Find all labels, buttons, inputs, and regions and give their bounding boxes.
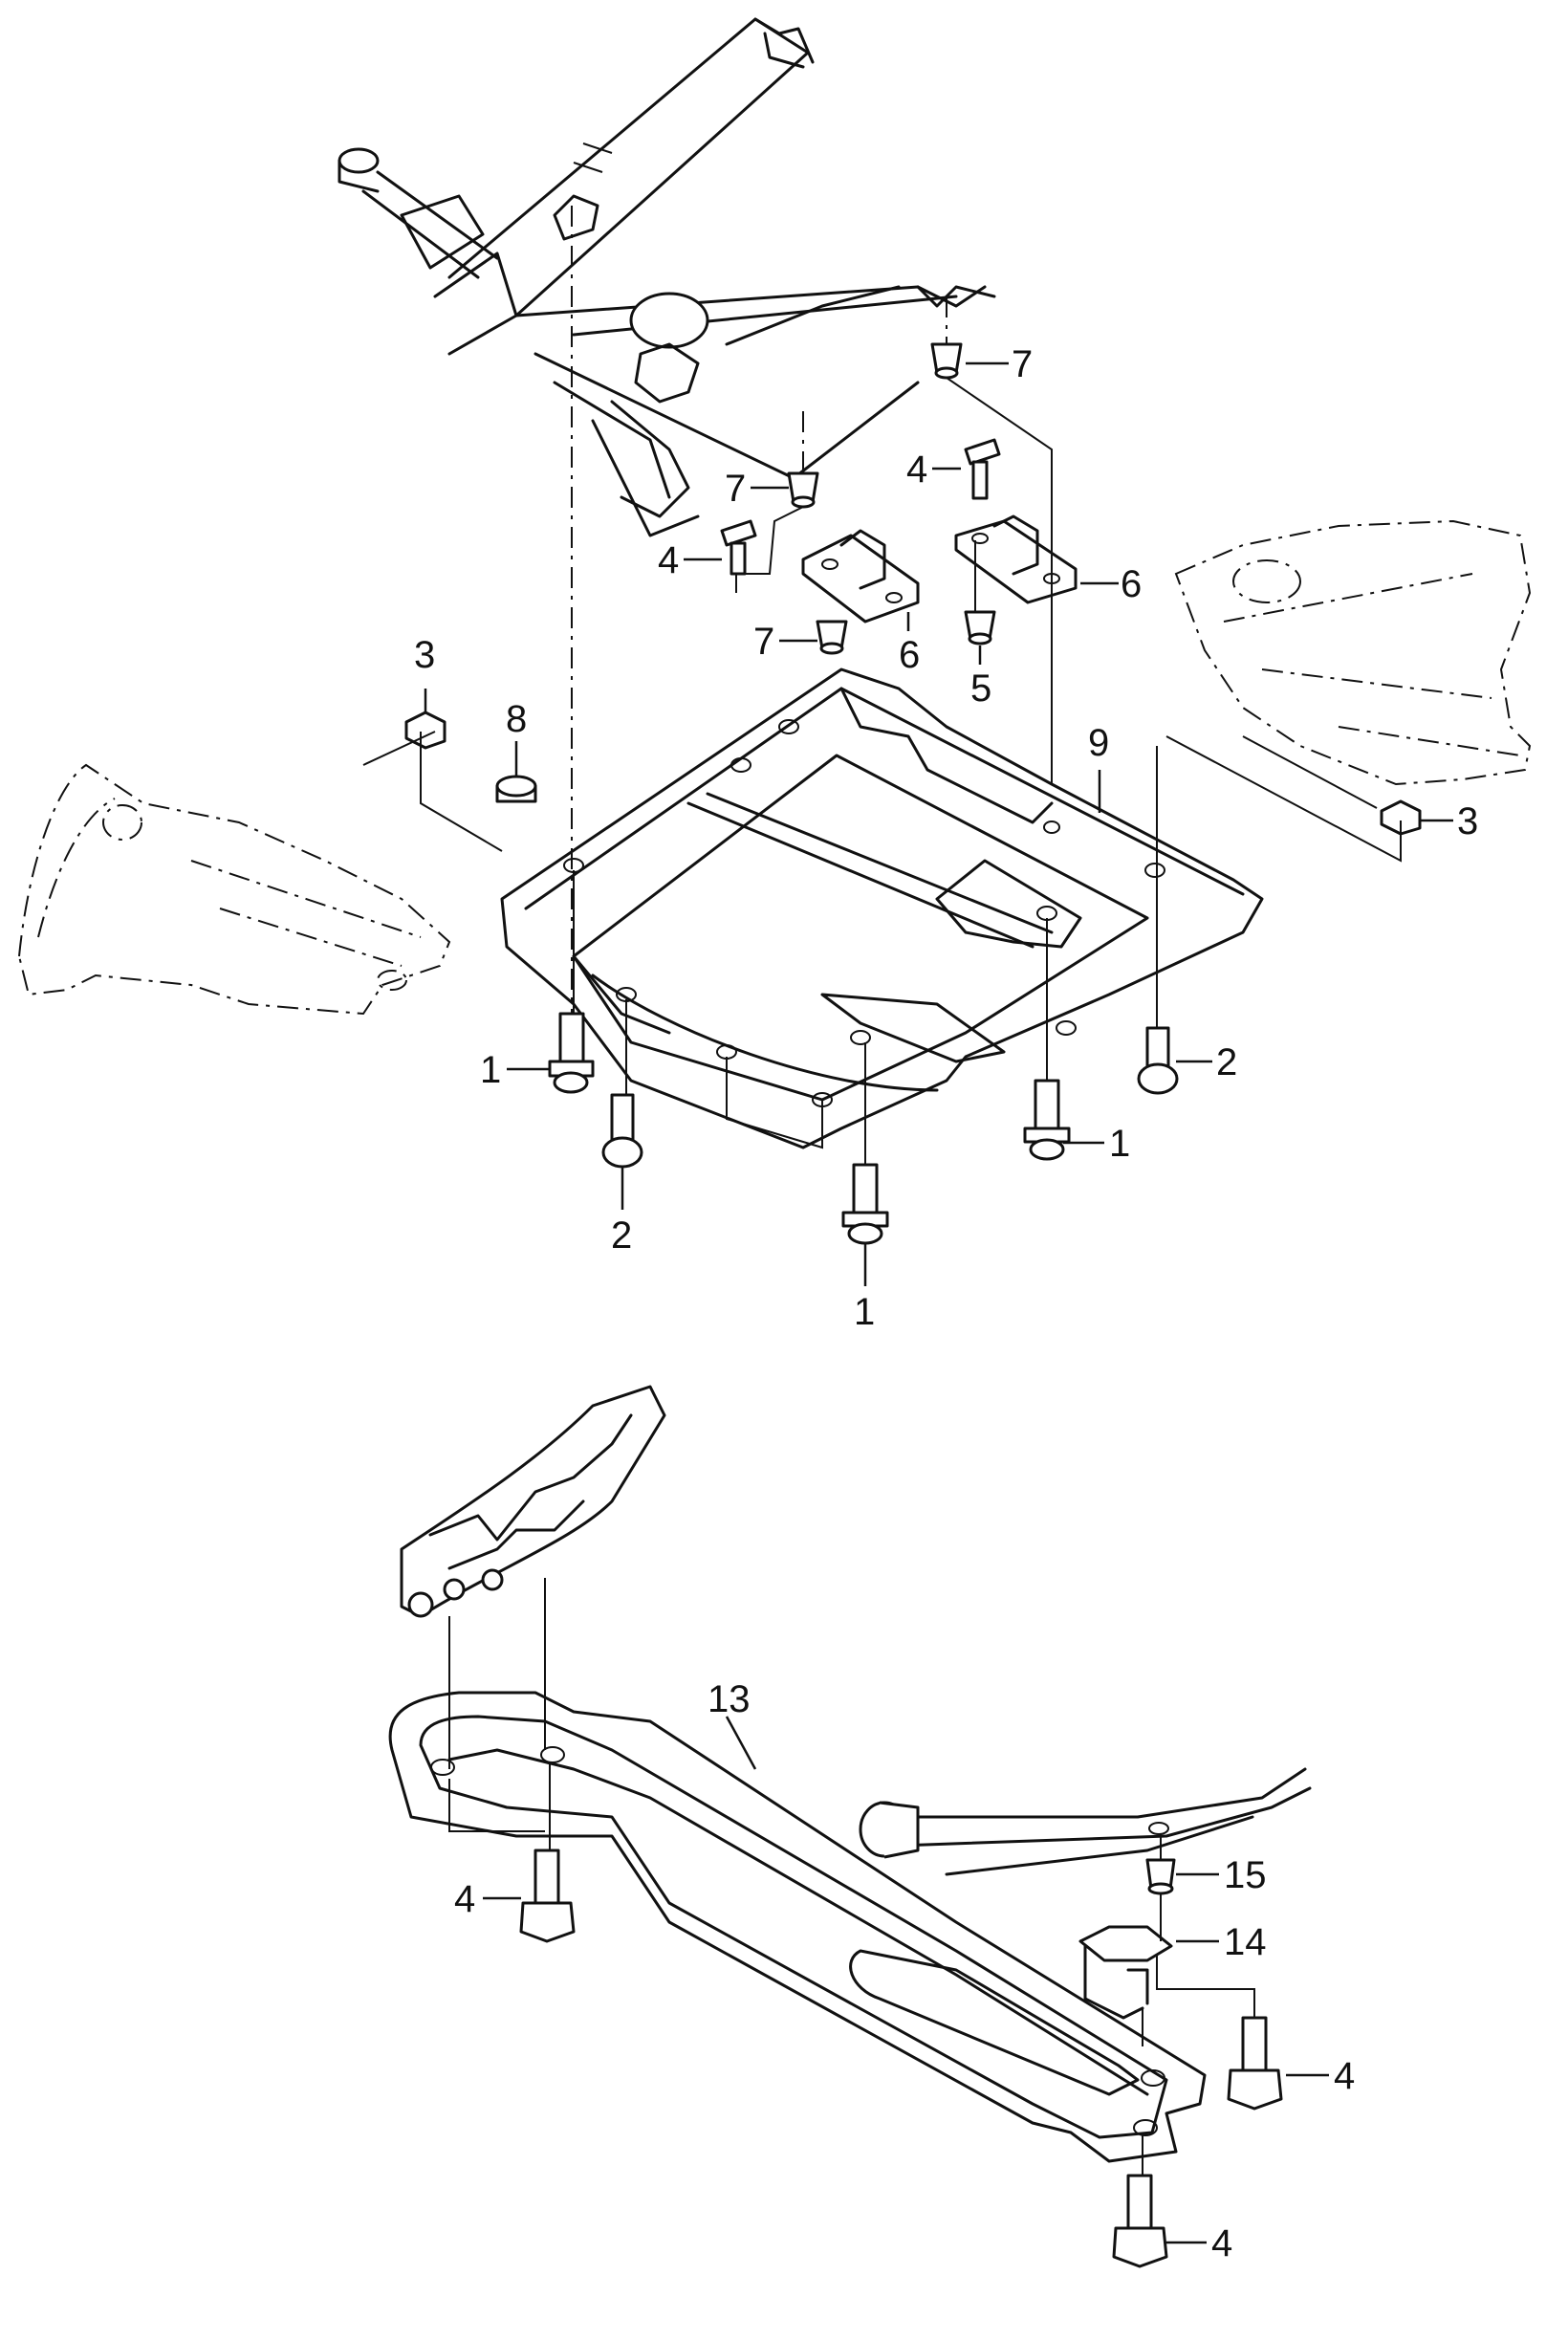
callout-14: 14 — [1224, 1921, 1267, 1963]
callout-5: 5 — [970, 667, 991, 710]
lower-assembly-guide-lines — [448, 1578, 1255, 2176]
callout-7-top-right: 7 — [1012, 343, 1033, 385]
callout-2-bottom: 2 — [611, 1214, 632, 1257]
bolt-4-upper-right — [964, 438, 1001, 500]
callout-4-bottom: 4 — [1211, 2222, 1232, 2264]
nut-7-a — [787, 471, 819, 509]
clip-3-right — [1380, 799, 1422, 836]
right-wheel-arch-panel — [1174, 519, 1532, 786]
lower-frame-member — [400, 1385, 666, 1618]
bolt-4-upper-left — [720, 519, 757, 576]
callout-leaders — [424, 361, 1453, 2244]
upper-assembly-guide-lines — [362, 206, 1402, 1165]
nut-15 — [1145, 1858, 1176, 1895]
callout-6-right: 6 — [1121, 563, 1142, 605]
callout-4-upper-right: 4 — [906, 449, 927, 491]
nut-5 — [964, 610, 996, 645]
bolt-1-a — [548, 1012, 595, 1094]
callout-1-left: 1 — [480, 1049, 501, 1091]
bolt-2-b — [1137, 1026, 1179, 1095]
callout-1-right: 1 — [1109, 1123, 1130, 1165]
nut-7-b — [930, 342, 963, 380]
bolt-1-c — [1023, 1079, 1071, 1161]
callout-13: 13 — [708, 1678, 751, 1720]
callout-labels: 7 7 4 4 6 7 6 5 3 8 9 3 1 2 2 1 1 13 15 … — [414, 343, 1478, 2264]
callout-2-right: 2 — [1216, 1041, 1237, 1083]
bolt-4-lower-left — [519, 1849, 576, 1943]
callout-6-left: 6 — [899, 634, 920, 676]
callout-7-upper-left: 7 — [725, 468, 746, 510]
callout-7-lower: 7 — [753, 621, 774, 663]
bracket-6-right — [954, 514, 1078, 604]
callout-4-lower-right: 4 — [1334, 2055, 1355, 2097]
crossmember-13 — [388, 1691, 1207, 2163]
grommet-8 — [495, 775, 537, 803]
bolt-4-lower-right — [1227, 2016, 1283, 2111]
lower-side-rail — [859, 1767, 1312, 1876]
callout-15: 15 — [1224, 1854, 1267, 1896]
callout-9: 9 — [1088, 722, 1109, 764]
callout-4-lower-left: 4 — [454, 1878, 475, 1920]
callout-4-upper-left: 4 — [658, 539, 679, 581]
callout-1-bottom: 1 — [854, 1291, 875, 1333]
upper-chassis-rail — [338, 17, 996, 537]
nut-7-c — [816, 620, 848, 655]
callout-8: 8 — [506, 698, 527, 740]
bolt-1-b — [841, 1163, 889, 1245]
bolt-4-bottom — [1112, 2174, 1168, 2268]
callout-3-right: 3 — [1457, 800, 1478, 842]
left-wheel-arch-panel — [17, 763, 451, 1016]
bracket-6-left — [801, 529, 920, 624]
bolt-2-a — [601, 1093, 643, 1169]
bracket-14 — [1078, 1925, 1173, 2020]
callout-3-left: 3 — [414, 634, 435, 676]
